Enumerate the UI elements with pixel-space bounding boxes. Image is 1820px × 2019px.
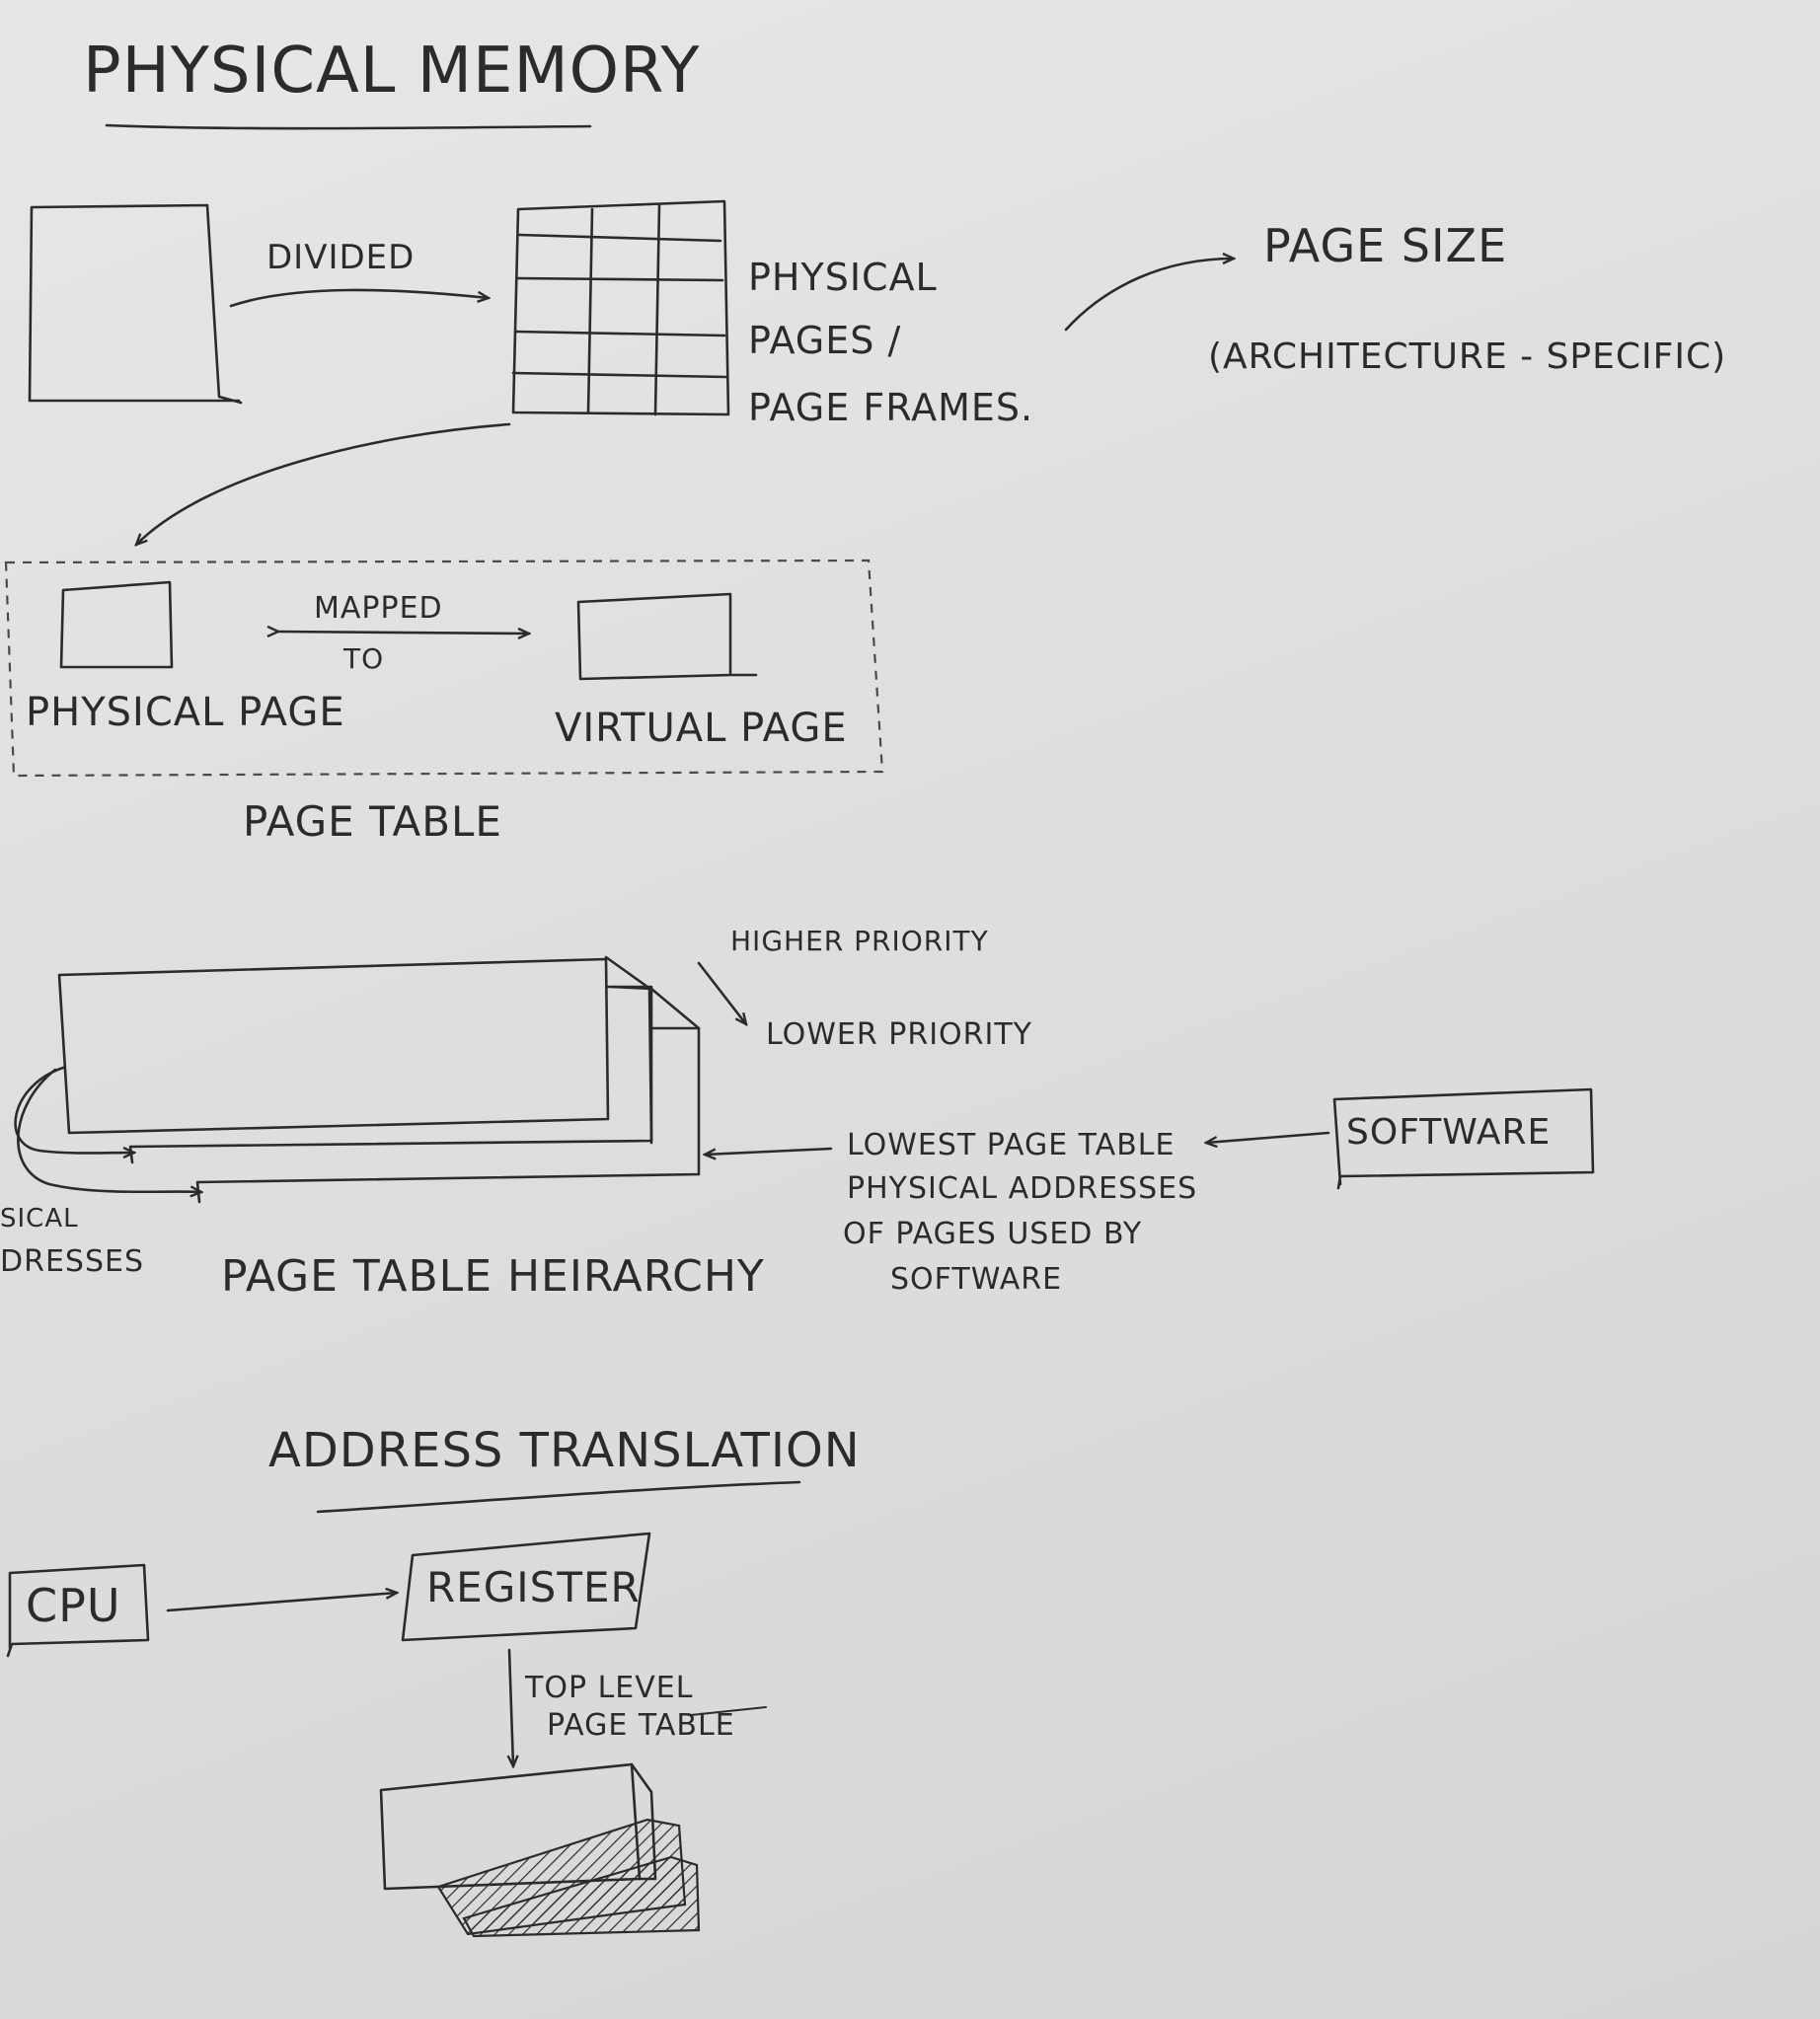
- grid-to-pagetable-arrow: [136, 422, 511, 545]
- memory-block: [28, 203, 243, 405]
- page-table-caption: PAGE TABLE: [243, 797, 502, 846]
- lowest-label-4: SOFTWARE: [890, 1262, 1063, 1297]
- cpu-register-arrow: [166, 1593, 397, 1612]
- software-label: SOFTWARE: [1346, 1112, 1552, 1153]
- physical-pages-label-3: PAGE FRAMES.: [748, 386, 1034, 429]
- software-box: [1332, 1087, 1595, 1190]
- physical-page-box: [59, 580, 174, 669]
- lowest-arrow: [705, 1147, 833, 1155]
- mapped-to-arrow: [278, 632, 529, 634]
- virtual-page-box: [576, 592, 758, 681]
- priority-arrow: [697, 961, 746, 1024]
- physical-pages-label-2: PAGES /: [748, 319, 902, 362]
- physical-memory-heading: PHYSICAL MEMORY: [83, 35, 701, 108]
- higher-priority-label: HIGHER PRIORITY: [730, 925, 989, 957]
- register-box: [401, 1532, 651, 1642]
- physical-pages-label-1: PHYSICAL: [748, 256, 938, 299]
- page-table-stack: [57, 955, 701, 1204]
- divided-arrow: [229, 288, 489, 308]
- address-translation-heading: ADDRESS TRANSLATION: [268, 1423, 861, 1478]
- page-table-region: [4, 559, 884, 778]
- top-level-label-1: TOP LEVEL: [525, 1671, 694, 1705]
- translation-underline: [316, 1480, 801, 1514]
- cpu-label: CPU: [26, 1579, 121, 1632]
- architecture-label: (ARCHITECTURE - SPECIFIC): [1208, 336, 1727, 377]
- top-level-stack: [379, 1762, 701, 1938]
- mapped-label: MAPPED: [314, 591, 443, 626]
- register-down-arrow: [509, 1648, 513, 1766]
- lower-priority-label: LOWER PRIORITY: [766, 1017, 1032, 1052]
- lowest-label-2: PHYSICAL ADDRESSES: [847, 1171, 1198, 1206]
- cpu-box: [6, 1563, 150, 1658]
- left-curve-arrow-upper: [14, 1066, 134, 1154]
- top-level-stroke: [690, 1706, 767, 1716]
- register-label: REGISTER: [426, 1563, 641, 1611]
- left-cut-label-2: DRESSES: [0, 1244, 144, 1279]
- page-frames-grid: [511, 199, 730, 416]
- left-cut-label-1: SICAL: [0, 1204, 79, 1234]
- lowest-label-3: OF PAGES USED BY: [843, 1217, 1143, 1251]
- page-size-label: PAGE SIZE: [1263, 219, 1508, 272]
- lowest-label-1: LOWEST PAGE TABLE: [847, 1128, 1175, 1162]
- top-level-label-2: PAGE TABLE: [547, 1708, 735, 1743]
- left-curve-arrow-lower: [17, 1068, 201, 1192]
- software-arrow: [1206, 1131, 1330, 1143]
- hierarchy-caption: PAGE TABLE HEIRARCHY: [221, 1251, 765, 1302]
- physical-page-label: PHYSICAL PAGE: [26, 690, 345, 735]
- heading-underline: [105, 123, 592, 130]
- mapped-to-label: TO: [343, 642, 385, 675]
- virtual-page-label: VIRTUAL PAGE: [555, 706, 848, 751]
- divided-label: DIVIDED: [266, 238, 416, 277]
- page-size-arrow: [1064, 259, 1234, 332]
